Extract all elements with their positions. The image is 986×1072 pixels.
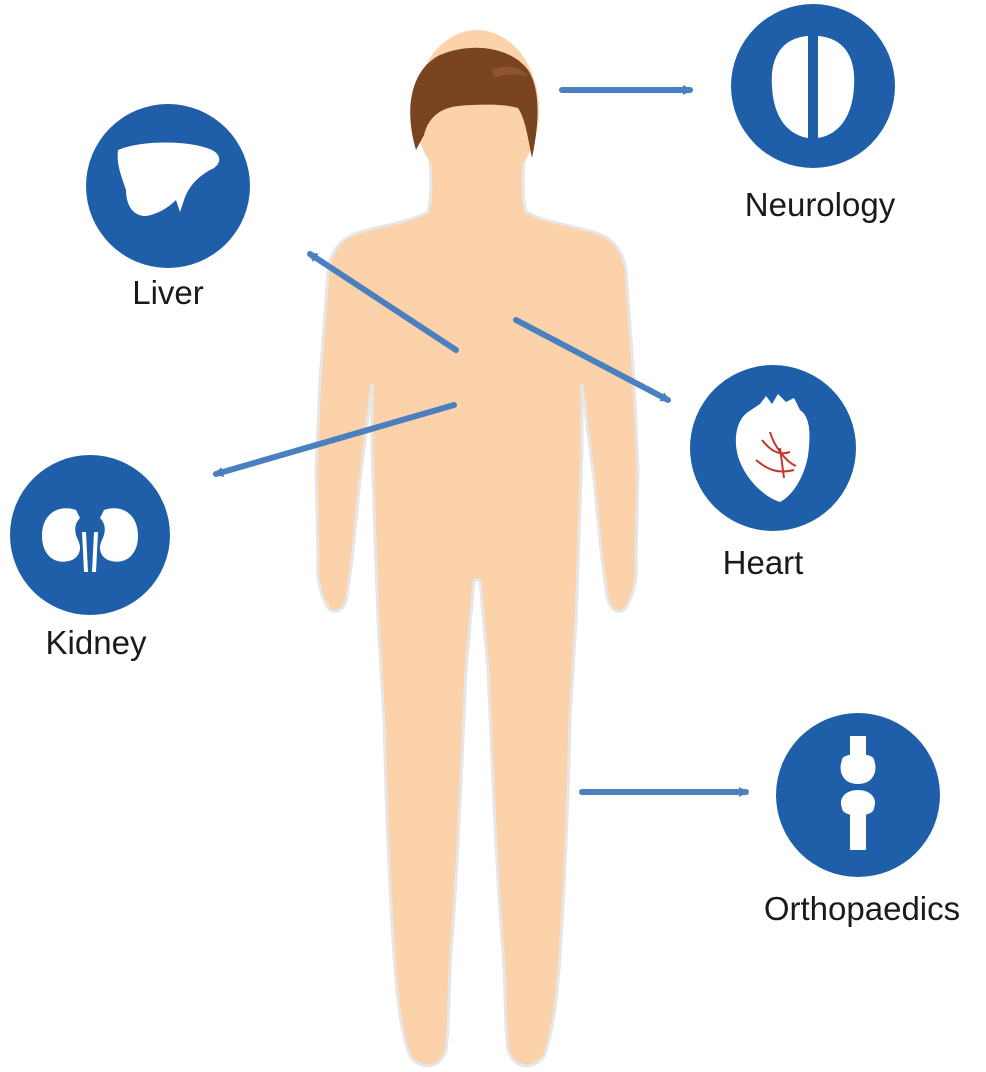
organ-orthopaedics: Orthopaedics (764, 713, 960, 927)
label-neurology: Neurology (745, 186, 896, 223)
human-body-figure (316, 30, 638, 1066)
neurology-badge (731, 4, 895, 168)
organ-heart: Heart (690, 365, 856, 581)
kidney-badge (10, 455, 170, 615)
organ-liver: Liver (86, 104, 250, 311)
label-kidney: Kidney (46, 624, 147, 661)
label-liver: Liver (132, 274, 204, 311)
organ-kidney: Kidney (10, 455, 170, 661)
label-orthopaedics: Orthopaedics (764, 890, 960, 927)
organ-neurology: Neurology (731, 4, 896, 223)
body-silhouette (316, 160, 638, 1066)
label-heart: Heart (723, 544, 804, 581)
